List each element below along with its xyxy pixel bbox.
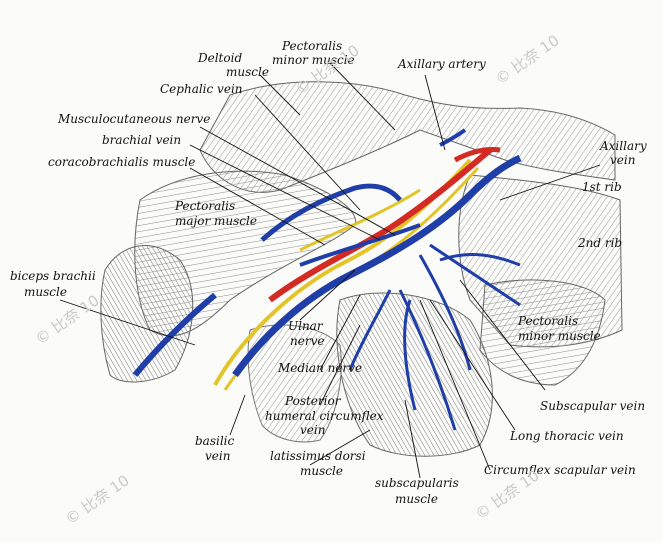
label-long-thoracic-vein: Long thoracic vein — [509, 429, 624, 443]
watermark-left: © 比奈 10 — [32, 291, 103, 348]
label-pectoralis-minor-right: Pectoralis — [517, 314, 578, 328]
label-biceps: biceps brachii — [10, 269, 96, 283]
axillary-artery-path — [268, 147, 492, 303]
pectoralis-minor-shape — [479, 279, 606, 386]
long-thoracic-vein-path — [418, 254, 472, 371]
label-pectoralis-minor-top: Pectoralis — [281, 39, 342, 53]
label-posterior-humeral-2: humeral circumflex — [265, 409, 384, 423]
label-subscapular-vein: Subscapular vein — [540, 399, 645, 413]
label-circumflex-scapular: Circumflex scapular vein — [484, 463, 636, 477]
label-deltoid: Deltoid — [197, 51, 242, 65]
label-subscapularis: subscapularis — [375, 476, 459, 490]
label-deltoid-2: muscle — [226, 65, 269, 79]
label-basilic-vein: basilic — [195, 434, 235, 448]
vein-branch-a — [403, 299, 417, 411]
label-axillary-vein: Axillary — [599, 139, 647, 153]
label-pectoralis-minor-top-2: minor muscle — [272, 53, 355, 67]
label-posterior-humeral: Posterior — [284, 394, 342, 408]
label-ulnar-nerve: Ulnar — [288, 319, 324, 333]
axillary-artery-top — [453, 147, 501, 163]
label-latissimus-2: muscle — [300, 464, 343, 478]
label-first-rib: 1st rib — [582, 180, 622, 194]
posterior-humeral-vein-path — [348, 289, 392, 371]
label-axillary-artery: Axillary artery — [397, 57, 486, 71]
brachial-vein-path — [299, 223, 421, 267]
circumflex-scapular-vein-path — [398, 289, 457, 431]
label-brachial-vein: brachial vein — [102, 133, 181, 147]
vein-branch-b — [439, 253, 521, 267]
label-ulnar-nerve-2: nerve — [290, 334, 324, 348]
label-posterior-humeral-3: vein — [300, 423, 325, 437]
muscle-shading — [100, 81, 623, 457]
label-cephalic-vein: Cephalic vein — [160, 82, 243, 96]
subscapular-vein-path — [429, 243, 521, 307]
label-latissimus: latissimus dorsi — [270, 449, 366, 463]
labels: Pectoralis minor muscle Deltoid muscle A… — [10, 39, 647, 506]
label-biceps-2: muscle — [24, 285, 67, 299]
label-subscapularis-2: muscle — [395, 492, 438, 506]
vein-branch-c — [439, 128, 467, 147]
label-second-rib: 2nd rib — [577, 236, 622, 250]
axillary-vein-path — [232, 154, 522, 378]
label-pectoralis-major-2: major muscle — [175, 214, 257, 228]
cephalic-vein-path — [260, 183, 402, 242]
label-basilic-vein-2: vein — [205, 449, 230, 463]
label-axillary-vein-2: vein — [610, 153, 635, 167]
biceps-shape — [100, 245, 194, 383]
watermark-bottom-left: © 比奈 10 — [62, 471, 133, 528]
label-pectoralis-major: Pectoralis — [174, 199, 235, 213]
label-musculocutaneous-nerve: Musculocutaneous nerve — [57, 112, 210, 126]
basilic-vein-path — [132, 292, 217, 377]
label-median-nerve: Median nerve — [277, 361, 362, 375]
leader-lines — [59, 62, 601, 479]
label-coracobrachialis: coracobrachialis muscle — [48, 155, 195, 169]
label-pectoralis-minor-right-2: minor muscle — [518, 329, 601, 343]
watermark-top-right: © 比奈 10 — [492, 31, 563, 88]
latissimus-shape — [247, 324, 342, 443]
musculocutaneous-nerve-path — [299, 188, 421, 252]
neurovascular-bundle — [132, 128, 522, 431]
